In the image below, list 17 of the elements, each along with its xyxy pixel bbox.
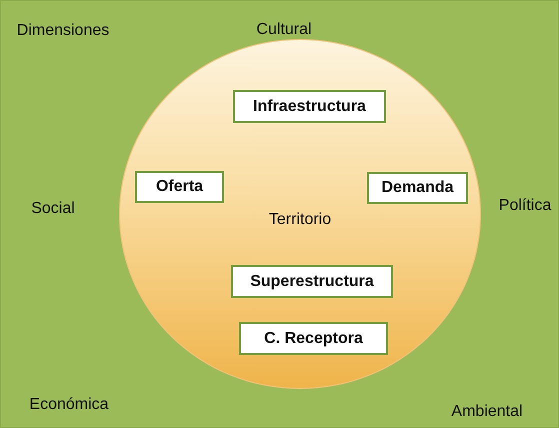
dimension-label: Política xyxy=(498,197,552,215)
concept-box xyxy=(233,90,386,123)
panel-heading: Dimensiones xyxy=(16,22,110,40)
concept-label: Infraestructura xyxy=(253,98,366,116)
dimension-label: Ambiental xyxy=(451,403,523,421)
dimension-label: Económica xyxy=(29,396,109,414)
territory-label: Territorio xyxy=(268,211,332,229)
concept-box xyxy=(135,171,224,203)
dimension-label: Cultural xyxy=(256,21,312,39)
concept-box xyxy=(239,322,388,355)
concept-label: Superestructura xyxy=(250,272,374,290)
concept-label: C. Receptora xyxy=(264,330,363,348)
concept-label: Demanda xyxy=(381,179,454,197)
concept-label: Oferta xyxy=(156,178,204,196)
concept-box xyxy=(231,265,393,298)
concept-box xyxy=(367,172,468,204)
dimension-label: Social xyxy=(31,200,75,218)
